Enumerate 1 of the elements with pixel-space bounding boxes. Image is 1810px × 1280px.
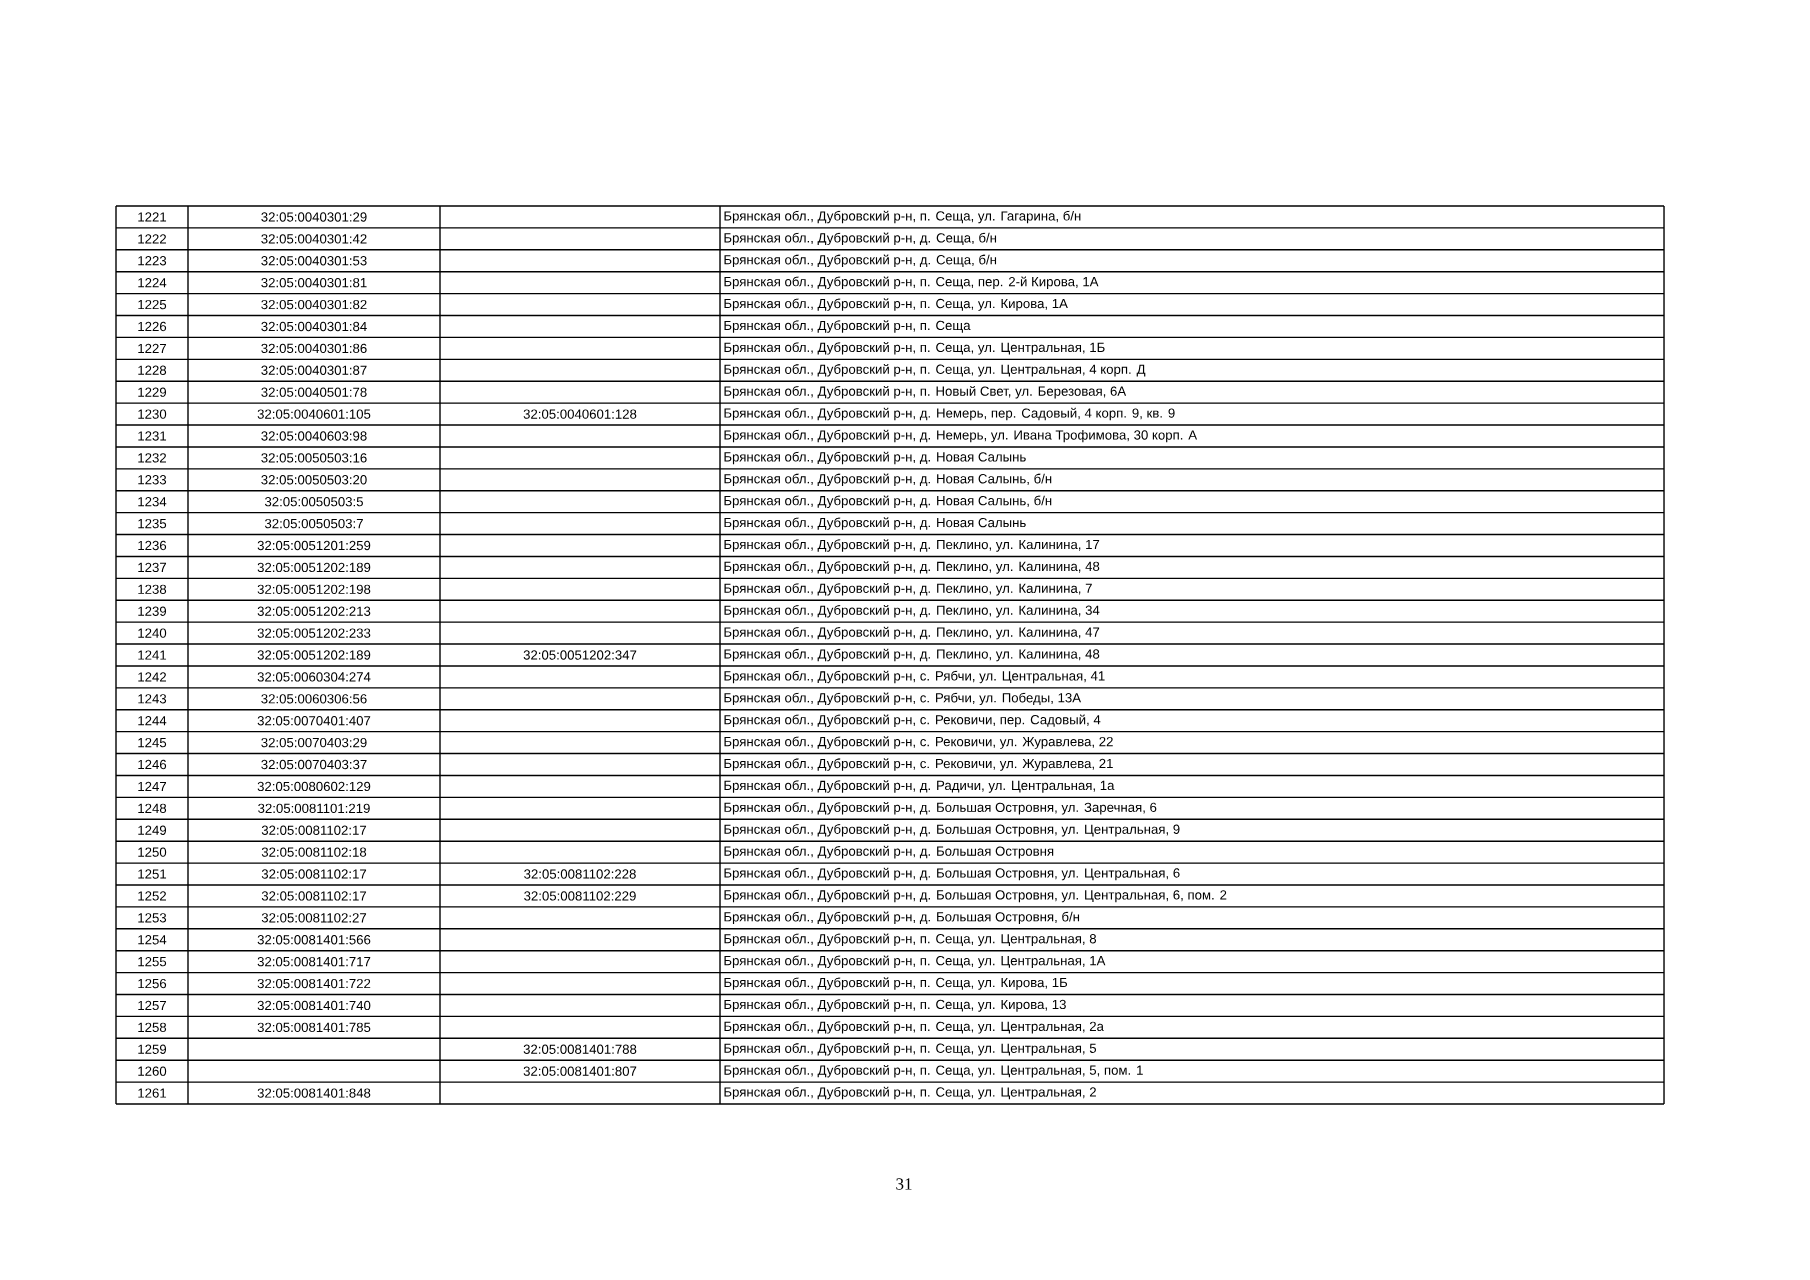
- page-number: 31: [896, 1178, 912, 1190]
